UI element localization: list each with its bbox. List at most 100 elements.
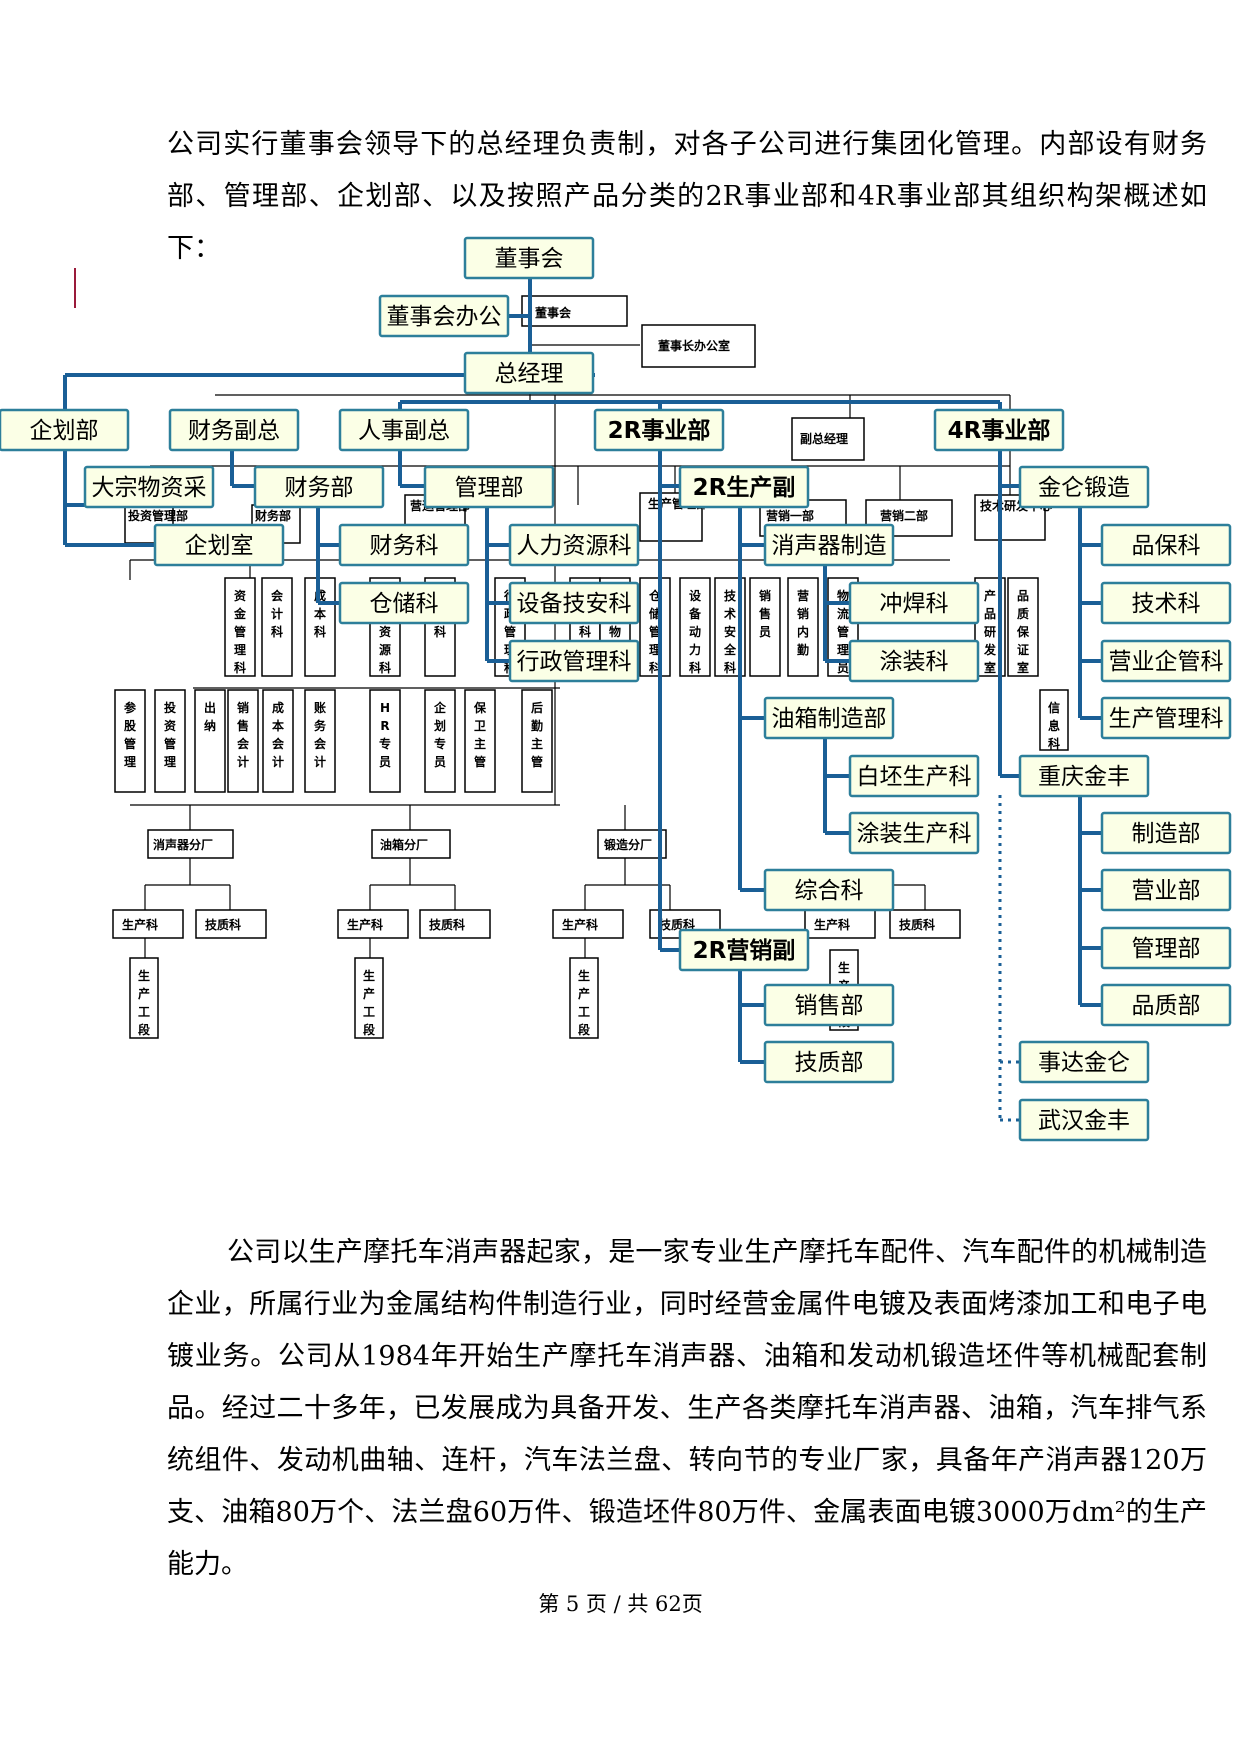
- svg-text:段: 段: [363, 1022, 376, 1037]
- old-chart-boxes: 董事会 董事长办公室 副总经理 投资管理部 财务部 营运管理部 生产管理部 营销…: [112, 295, 1069, 1039]
- node-2r-sales-vp: 2R营销副: [678, 928, 810, 972]
- svg-text:术: 术: [723, 606, 736, 621]
- svg-text:武汉金丰: 武汉金丰: [1038, 1108, 1130, 1134]
- node-shida-jinlun: 事达金仑: [1018, 1040, 1150, 1084]
- node-cq-sales: 营业部: [1100, 868, 1232, 912]
- svg-text:员: 员: [837, 661, 849, 675]
- svg-text:企划室: 企划室: [185, 533, 254, 559]
- node-tank-mfg: 油箱制造部: [763, 696, 895, 740]
- svg-text:管: 管: [234, 624, 246, 639]
- svg-text:全: 全: [723, 642, 737, 657]
- node-planning: 企划部: [0, 408, 130, 452]
- svg-text:务: 务: [314, 718, 327, 733]
- page-footer: 第 5 页 / 共 62页: [538, 1592, 703, 1616]
- svg-text:金仑锻造: 金仑锻造: [1038, 475, 1130, 501]
- svg-text:账: 账: [314, 701, 326, 715]
- node-mgmt-dept: 管理部: [423, 465, 555, 509]
- svg-text:管: 管: [474, 754, 486, 769]
- node-board: 董事会: [463, 236, 595, 280]
- svg-text:总经理: 总经理: [495, 361, 564, 387]
- svg-text:品: 品: [984, 607, 996, 621]
- svg-text:科: 科: [579, 624, 591, 639]
- svg-text:技质科: 技质科: [429, 917, 465, 932]
- node-finance-vp: 财务副总: [168, 408, 300, 452]
- old-sales2-box: 营销二部: [865, 499, 953, 537]
- svg-text:设备技安科: 设备技安科: [517, 591, 632, 617]
- node-bulk-purchase: 大宗物资采: [83, 465, 215, 509]
- svg-text:室: 室: [1017, 660, 1029, 675]
- svg-text:理: 理: [124, 755, 136, 769]
- svg-text:动: 动: [689, 625, 701, 639]
- svg-text:管理部: 管理部: [455, 475, 524, 501]
- svg-text:主: 主: [531, 736, 543, 751]
- svg-text:会: 会: [314, 736, 327, 751]
- old-f3-prod: 生产科: [552, 909, 624, 939]
- svg-text:人力资源科: 人力资源科: [517, 533, 632, 559]
- svg-text:科: 科: [434, 624, 446, 639]
- svg-text:科: 科: [271, 624, 283, 639]
- svg-text:销: 销: [759, 588, 771, 603]
- svg-text:董事长办公室: 董事长办公室: [658, 338, 730, 353]
- svg-text:人事副总: 人事副总: [358, 418, 450, 444]
- svg-text:管: 管: [164, 736, 176, 751]
- svg-text:涂装科: 涂装科: [880, 649, 949, 675]
- svg-text:制造部: 制造部: [1132, 821, 1201, 847]
- node-chongqing-jinfeng: 重庆金丰: [1018, 754, 1150, 798]
- svg-text:本: 本: [272, 718, 284, 733]
- svg-text:冲焊科: 冲焊科: [880, 591, 949, 617]
- svg-text:勤: 勤: [797, 642, 809, 657]
- svg-text:员: 员: [379, 755, 391, 769]
- svg-text:生产管理科: 生产管理科: [1109, 706, 1224, 732]
- node-2r-prod-vp: 2R生产副: [678, 465, 810, 509]
- svg-text:资: 资: [164, 718, 176, 733]
- svg-text:科: 科: [1048, 736, 1060, 751]
- svg-text:生: 生: [138, 968, 150, 983]
- node-sales-mgmt: 营业企管科: [1100, 639, 1232, 683]
- svg-text:纳: 纳: [204, 718, 216, 733]
- node-painting-prod: 涂装生产科: [848, 811, 980, 855]
- svg-text:白坯生产科: 白坯生产科: [857, 764, 972, 790]
- svg-text:技术科: 技术科: [1132, 591, 1201, 617]
- node-general-section: 综合科: [763, 868, 895, 912]
- svg-text:管: 管: [531, 754, 543, 769]
- node-sales-dept: 销售部: [763, 983, 895, 1027]
- intro-paragraph: 公司实行董事会领导下的总经理负责制，对各子公司进行集团化管理。内部设有财务部、管…: [167, 129, 1207, 264]
- svg-text:技质科: 技质科: [659, 917, 695, 932]
- svg-text:工: 工: [363, 1005, 375, 1019]
- svg-text:董事会办公: 董事会办公: [387, 304, 502, 330]
- svg-text:生产科: 生产科: [814, 917, 850, 932]
- old-f2-tech: 技质科: [419, 909, 491, 939]
- node-4r-division: 4R事业部: [933, 408, 1065, 452]
- svg-text:仓储科: 仓储科: [370, 591, 439, 617]
- node-cq-mgmt: 管理部: [1100, 926, 1232, 970]
- svg-text:主: 主: [474, 736, 486, 751]
- old-f4-tech: 技质科: [889, 909, 961, 939]
- old-factory-muffler: 消声器分厂: [147, 829, 234, 859]
- svg-text:行政管理科: 行政管理科: [517, 649, 632, 675]
- node-planning-office: 企划室: [153, 523, 285, 567]
- svg-text:本: 本: [314, 606, 326, 621]
- node-wuhan-jinfeng: 武汉金丰: [1018, 1098, 1150, 1142]
- old-col-it: 信息科: [1039, 689, 1069, 751]
- old-board-box: 董事会: [521, 295, 628, 327]
- svg-text:后: 后: [531, 700, 543, 715]
- old-leaf-cashier: 出纳: [194, 689, 226, 793]
- svg-text:销: 销: [797, 606, 809, 621]
- svg-text:资: 资: [234, 588, 246, 603]
- node-welding: 冲焊科: [848, 581, 980, 625]
- svg-text:生产科: 生产科: [347, 917, 383, 932]
- svg-text:科: 科: [314, 624, 326, 639]
- svg-text:会: 会: [271, 588, 284, 603]
- svg-text:科: 科: [379, 660, 391, 675]
- svg-text:投资管理部: 投资管理部: [128, 508, 188, 523]
- svg-text:金: 金: [233, 606, 247, 621]
- svg-text:发: 发: [983, 642, 997, 657]
